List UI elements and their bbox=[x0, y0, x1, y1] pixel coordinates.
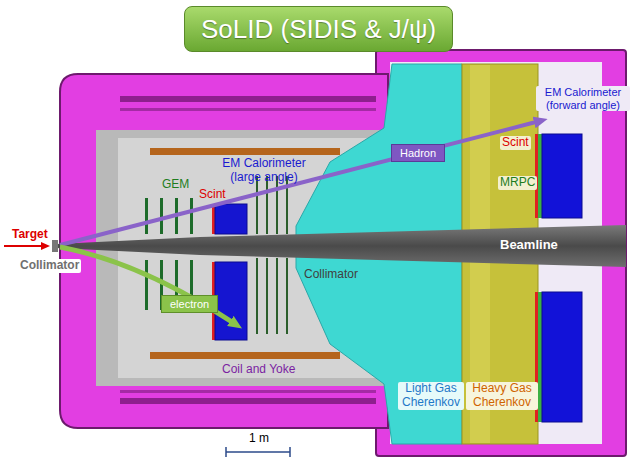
baffle bbox=[276, 176, 278, 234]
baffle bbox=[266, 176, 268, 234]
target-arrow bbox=[4, 245, 42, 247]
part-label: GEM bbox=[162, 178, 189, 192]
coil bbox=[150, 352, 340, 359]
scale-tick bbox=[225, 447, 227, 457]
title-banner: SoLID (SIDIS & J/ψ) bbox=[184, 6, 453, 52]
scale-tick bbox=[289, 447, 291, 457]
electron-track bbox=[60, 247, 232, 322]
baffle bbox=[266, 258, 268, 334]
part-label: Heavy Gas Cherenkov bbox=[466, 382, 538, 410]
gem-plane bbox=[160, 198, 163, 234]
yoke-stripe bbox=[120, 96, 376, 102]
part-label: Target bbox=[12, 228, 48, 242]
part-label: Beamline bbox=[500, 238, 558, 253]
part-label: Scint bbox=[199, 188, 226, 202]
target-collimator bbox=[52, 240, 58, 252]
box-text: Hadron bbox=[400, 146, 436, 160]
part-label: Coil and Yoke bbox=[222, 363, 295, 377]
part-label: Collimator bbox=[18, 259, 81, 273]
baffle bbox=[256, 176, 258, 234]
yoke-stripe bbox=[120, 390, 376, 393]
forward-calorimeter bbox=[542, 292, 582, 422]
yoke-stripe bbox=[120, 108, 376, 111]
large-angle-calorimeter bbox=[215, 204, 247, 234]
part-label: Light Gas Cherenkov bbox=[398, 382, 464, 410]
baffle bbox=[256, 258, 258, 334]
baffle bbox=[276, 258, 278, 334]
part-label: Collimator bbox=[304, 268, 358, 282]
part-label: EM Calorimeter (large angle) bbox=[214, 157, 314, 185]
forward-calorimeter bbox=[542, 134, 582, 218]
mrpc bbox=[538, 134, 542, 218]
part-label: MRPC bbox=[498, 176, 537, 190]
coil bbox=[150, 148, 340, 155]
baffle bbox=[286, 258, 288, 334]
mrpc bbox=[538, 292, 542, 422]
gem-plane bbox=[145, 198, 148, 234]
part-label: Scint bbox=[500, 136, 531, 150]
box-text: electron bbox=[170, 297, 209, 311]
gem-plane bbox=[145, 260, 148, 310]
title-text: SoLID (SIDIS & J/ψ) bbox=[201, 14, 436, 44]
track-label-box: electron bbox=[161, 295, 218, 313]
scale-bar bbox=[226, 451, 290, 453]
yoke-stripe bbox=[120, 398, 376, 404]
track-label-box: Hadron bbox=[391, 144, 445, 162]
hadron-track bbox=[60, 122, 536, 245]
gem-plane bbox=[190, 198, 193, 234]
part-label: EM Calorimeter (forward angle) bbox=[536, 86, 630, 111]
large-angle-calorimeter bbox=[215, 262, 247, 340]
beamline bbox=[56, 225, 626, 267]
scale-label: 1 m bbox=[249, 432, 269, 446]
